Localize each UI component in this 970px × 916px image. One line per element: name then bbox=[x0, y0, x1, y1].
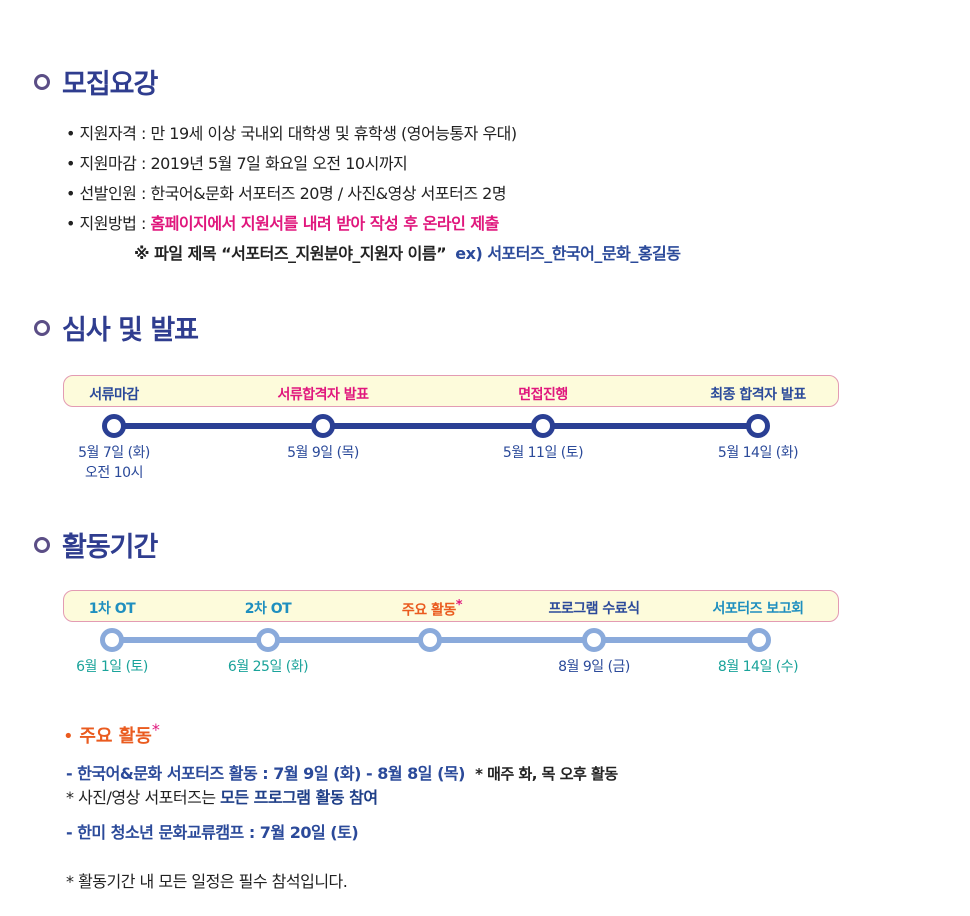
timeline-node-icon bbox=[311, 414, 335, 438]
section-bullet-icon bbox=[34, 73, 50, 90]
asterisk-mark: * bbox=[455, 598, 463, 613]
item-text: 2019년 5월 7일 화요일 오전 10시까지 bbox=[150, 154, 408, 173]
timeline-node-icon bbox=[746, 414, 770, 438]
recruit-item-quota: • 선발인원 : 한국어&문화 서포터즈 20명 / 사진&영상 서포터즈 2명 bbox=[66, 180, 507, 204]
activity-step-label: 2차 OT bbox=[244, 601, 292, 617]
review-step-date: 5월 7일 (화) 오전 10시 bbox=[78, 443, 150, 483]
review-step-date: 5월 9일 (목) bbox=[287, 445, 359, 461]
review-heading: 심사 및 발표 bbox=[34, 308, 199, 347]
activity-line-media: * 사진/영상 서포터즈는 모든 프로그램 활동 참여 bbox=[66, 784, 378, 808]
recruit-item-deadline: • 지원마감 : 2019년 5월 7일 화요일 오전 10시까지 bbox=[66, 150, 408, 174]
activity-heading: 활동기간 bbox=[34, 525, 158, 564]
timeline-node-icon bbox=[102, 414, 126, 438]
review-step-label: 서류합격자 발표 bbox=[277, 387, 369, 403]
review-timeline-track bbox=[114, 423, 759, 429]
activity-label-band bbox=[63, 590, 839, 622]
timeline-node-icon bbox=[256, 628, 280, 652]
item-label: • 지원자격 : bbox=[66, 124, 151, 143]
file-note-example: ex) 서포터즈_한국어_문화_홍길동 bbox=[455, 244, 681, 263]
activity-line-camp: - 한미 청소년 문화교류캠프 : 7월 20일 (토) bbox=[66, 823, 359, 842]
main-activity-title: 주요 활동 bbox=[79, 726, 152, 747]
review-step-date: 5월 14일 (화) bbox=[717, 445, 799, 461]
review-step-label: 최종 합격자 발표 bbox=[710, 387, 806, 403]
item-label: • 선발인원 : bbox=[66, 184, 151, 203]
orange-bullet: • bbox=[63, 726, 74, 747]
recruit-file-note: ※ 파일 제목 “서포터즈_지원분야_지원자 이름” ex) 서포터즈_한국어_… bbox=[134, 240, 681, 264]
recruit-item-eligibility: • 지원자격 : 만 19세 이상 국내외 대학생 및 휴학생 (영어능통자 우… bbox=[66, 120, 517, 144]
activity-title: 활동기간 bbox=[62, 532, 158, 563]
time-line: 오전 10시 bbox=[85, 465, 143, 481]
recruit-item-method: • 지원방법 : 홈페이지에서 지원서를 내려 받아 작성 후 온라인 제출 bbox=[66, 210, 499, 234]
item-text-highlight: 홈페이지에서 지원서를 내려 받아 작성 후 온라인 제출 bbox=[150, 214, 499, 233]
timeline-node-icon bbox=[100, 628, 124, 652]
item-label: • 지원마감 : bbox=[66, 154, 151, 173]
korean-program-period: - 한국어&문화 서포터즈 활동 : 7월 9일 (화) - 8월 8일 (목) bbox=[66, 764, 465, 783]
activity-step-label: 서포터즈 보고회 bbox=[712, 601, 804, 617]
item-label: • 지원방법 : bbox=[66, 214, 151, 233]
activity-step-label-main: 주요 활동* bbox=[401, 598, 463, 620]
review-step-label: 서류마감 bbox=[89, 387, 139, 403]
activity-step-label: 1차 OT bbox=[88, 601, 136, 617]
section-bullet-icon bbox=[34, 536, 50, 553]
section-bullet-icon bbox=[34, 319, 50, 336]
item-text: 만 19세 이상 국내외 대학생 및 휴학생 (영어능통자 우대) bbox=[150, 124, 517, 143]
activity-line-korean: - 한국어&문화 서포터즈 활동 : 7월 9일 (화) - 8월 8일 (목)… bbox=[66, 760, 618, 784]
activity-step-label: 프로그램 수료식 bbox=[548, 601, 640, 617]
date-line: 5월 7일 (화) bbox=[78, 445, 150, 461]
timeline-node-icon bbox=[747, 628, 771, 652]
review-step-date: 5월 11일 (토) bbox=[502, 445, 584, 461]
activity-step-date: 6월 25일 (화) bbox=[227, 659, 309, 675]
review-step-label: 면접진행 bbox=[518, 387, 568, 403]
activity-step-date: 8월 14일 (수) bbox=[717, 659, 799, 675]
media-note-bold: 모든 프로그램 활동 참여 bbox=[220, 788, 378, 807]
timeline-node-icon bbox=[582, 628, 606, 652]
recruit-heading: 모집요강 bbox=[34, 62, 158, 101]
review-title: 심사 및 발표 bbox=[62, 315, 199, 346]
main-activity-heading: • 주요 활동* bbox=[63, 720, 160, 748]
recruit-title: 모집요강 bbox=[62, 69, 158, 100]
media-note-prefix: * 사진/영상 서포터즈는 bbox=[66, 788, 221, 807]
main-activity-label: 주요 활동 bbox=[401, 602, 456, 619]
timeline-node-icon bbox=[418, 628, 442, 652]
asterisk-mark: * bbox=[151, 720, 160, 739]
timeline-node-icon bbox=[531, 414, 555, 438]
activity-step-date: 8월 9일 (금) bbox=[558, 659, 630, 675]
weekly-schedule-note: * 매주 화, 목 오후 활동 bbox=[475, 765, 618, 783]
activity-step-date: 6월 1일 (토) bbox=[76, 659, 148, 675]
attendance-footnote: * 활동기간 내 모든 일정은 필수 참석입니다. bbox=[66, 872, 348, 891]
review-label-band bbox=[63, 375, 839, 407]
file-note-prefix: ※ 파일 제목 “서포터즈_지원분야_지원자 이름” bbox=[134, 244, 447, 263]
item-text: 한국어&문화 서포터즈 20명 / 사진&영상 서포터즈 2명 bbox=[150, 184, 507, 203]
